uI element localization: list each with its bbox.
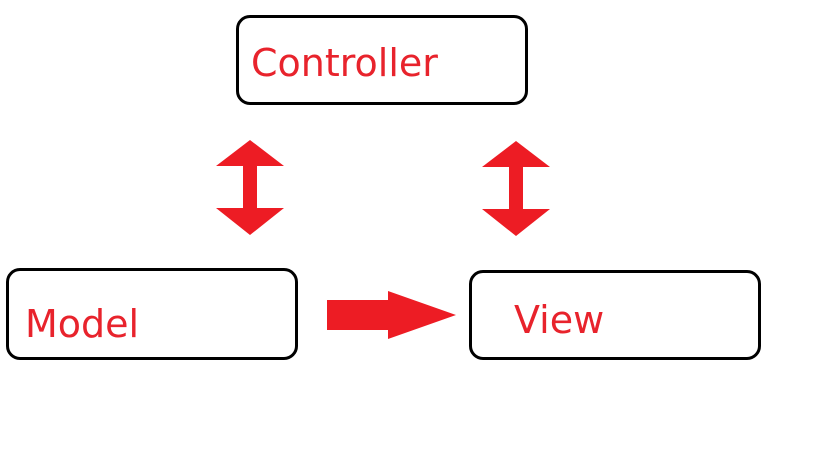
- view-label: View: [514, 298, 605, 342]
- controller-model-double-arrow-icon: [216, 140, 284, 235]
- controller-node: Controller: [236, 15, 528, 105]
- view-node: View: [469, 270, 761, 360]
- model-label: Model: [25, 302, 140, 346]
- model-node: Model: [6, 268, 298, 360]
- model-to-view-arrow-icon: [327, 291, 456, 339]
- controller-label: Controller: [251, 41, 438, 85]
- controller-view-double-arrow-icon: [482, 141, 550, 236]
